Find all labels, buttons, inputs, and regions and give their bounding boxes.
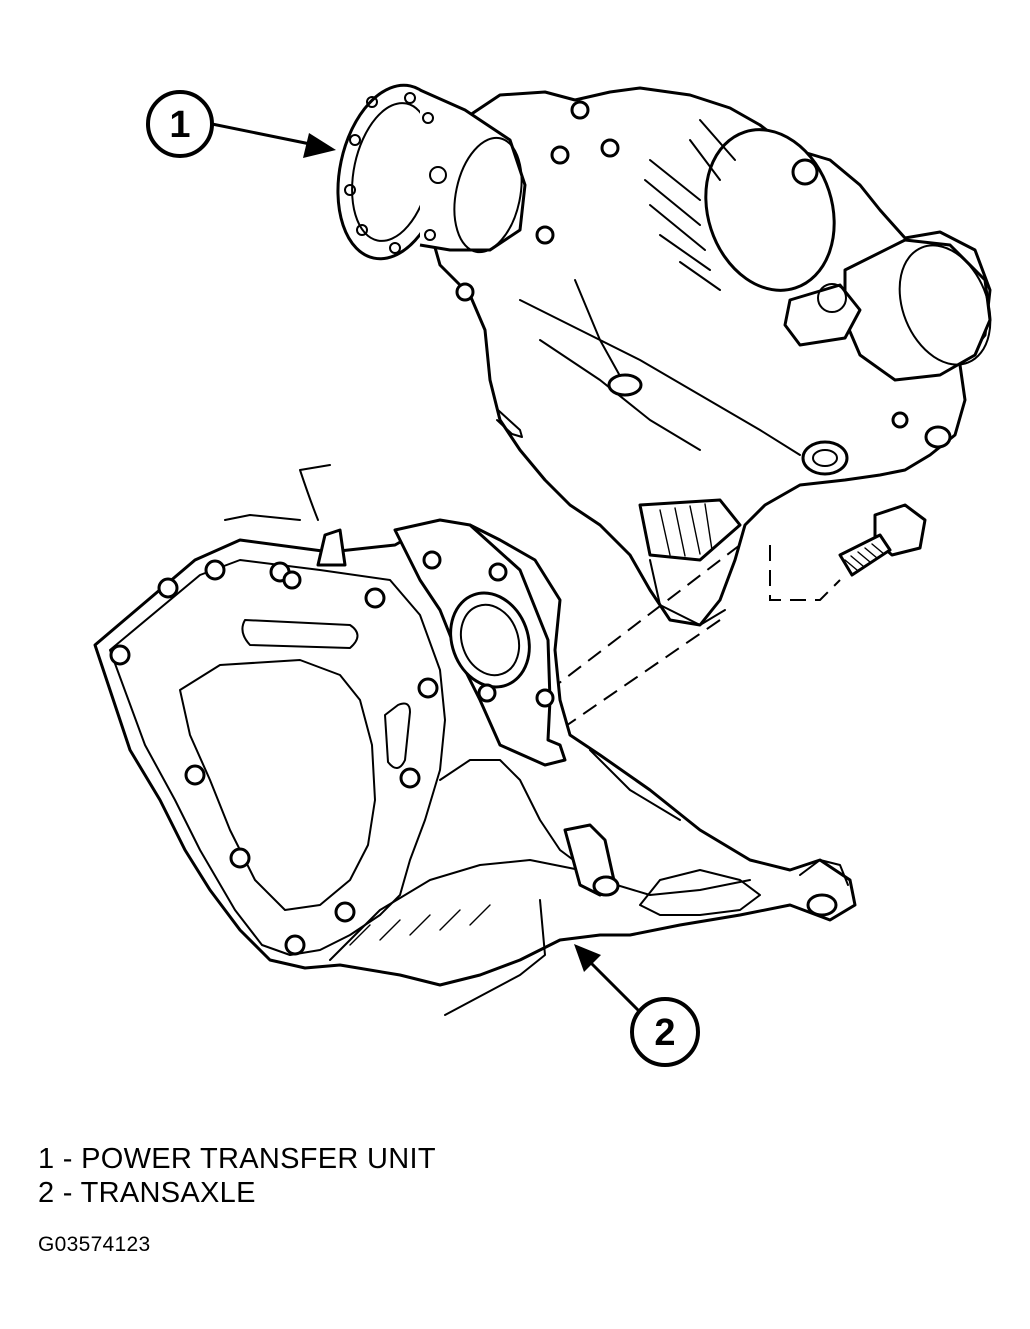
callout-2: 2 bbox=[574, 944, 700, 1067]
figure-id: G03574123 bbox=[38, 1233, 151, 1256]
power-transfer-unit-drawing bbox=[336, 83, 992, 627]
callout-2-number: 2 bbox=[654, 1012, 675, 1054]
legend-item-transaxle: 2 - TRANSAXLE bbox=[38, 1177, 256, 1209]
mounting-bolt-drawing bbox=[838, 503, 927, 577]
callout-1-circle bbox=[146, 90, 214, 158]
alignment-line bbox=[769, 545, 841, 601]
transaxle-drawing bbox=[93, 464, 857, 1016]
callout-2-arrow-shaft bbox=[586, 958, 640, 1012]
callout-2-circle bbox=[630, 997, 700, 1067]
callout-2-arrowhead bbox=[574, 944, 601, 972]
alignment-line bbox=[559, 619, 721, 731]
legend: 1 - POWER TRANSFER UNIT 2 - TRANSAXLE bbox=[38, 1142, 436, 1210]
callout-1-arrow-shaft bbox=[210, 122, 322, 148]
callout-1-arrowhead bbox=[303, 133, 336, 158]
callout-1-number: 1 bbox=[169, 104, 190, 146]
callout-1: 1 bbox=[146, 90, 336, 158]
legend-item-power-transfer-unit: 1 - POWER TRANSFER UNIT bbox=[38, 1143, 436, 1175]
exploded-view-illustration: 1 2 bbox=[93, 83, 992, 1067]
alignment-line bbox=[549, 544, 741, 691]
